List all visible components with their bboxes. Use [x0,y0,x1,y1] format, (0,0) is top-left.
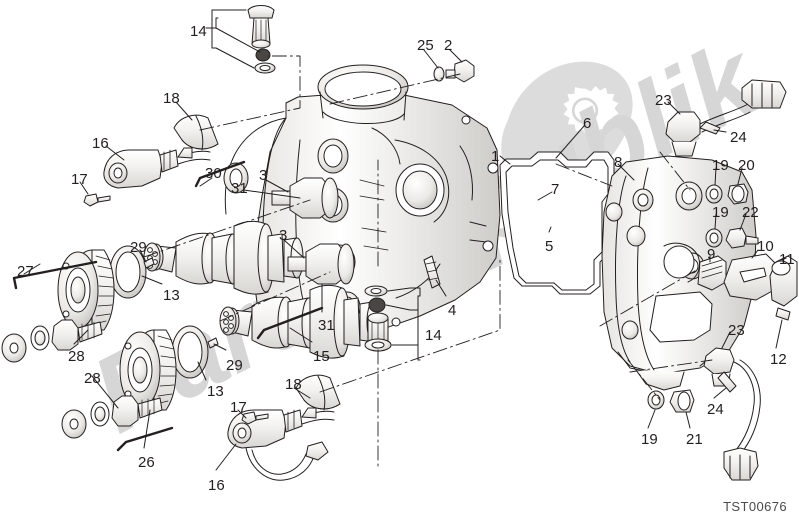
callout-12: 12 [770,351,787,368]
bolt-12 [775,307,791,321]
dowel-29-b [207,337,219,349]
oil-jet-14-top [247,5,276,74]
callout-29-b: 29 [226,357,243,374]
callout-16-bot: 16 [208,477,225,494]
washer-27-a [1,333,27,363]
callout-19-b: 19 [712,204,729,221]
dowel-29-a [143,257,155,269]
construction-axes [143,55,713,471]
bolt-22 [725,227,759,249]
callout-13-a: 13 [163,287,180,304]
timing-pulley-lower [119,329,177,411]
washer-19-b [705,228,723,248]
callout-15: 15 [313,348,330,365]
timing-sensor-upper-23 [665,79,787,157]
inner-cover-gasket-1 [499,151,615,295]
callout-10: 10 [757,238,774,255]
washer-27-b [30,325,50,351]
rocker-cap-18-bot [295,374,341,411]
callout-14-top: 14 [190,23,207,40]
washer-26-b [90,401,110,427]
timing-pulley-upper [57,249,115,331]
callout-20: 20 [738,157,755,174]
callout-19-c: 19 [641,431,658,448]
callout-19-a: 19 [712,157,729,174]
bolt-28-b [111,395,163,427]
callout-7: 7 [551,181,560,198]
callout-13-b: 13 [207,383,224,400]
leader-lines [23,9,787,471]
bracket-line-15 [256,306,324,340]
callout-11: 11 [779,251,795,268]
cam-end-cap-3-a [271,177,339,219]
rocker-cap-18-top [173,114,219,151]
washer-19-a [705,184,723,204]
cylinder-head-left-extension [221,117,287,281]
callout-17-bot: 17 [230,399,247,416]
washer-26-a [61,409,87,439]
callout-22: 22 [742,204,759,221]
callout-8: 8 [614,154,623,171]
callout-27: 27 [17,263,34,280]
bracket-11 [769,255,798,307]
callout-26: 26 [138,454,155,471]
bolt-21 [669,389,695,413]
drawing-code: TST00676 [723,499,787,514]
callout-28-a: 28 [68,348,85,365]
oil-jet-14-mid [364,285,392,352]
callout-1: 1 [491,148,500,165]
head-cover-8 [601,155,757,391]
callout-21: 21 [686,431,703,448]
sensor-fitting-2 [445,59,475,83]
callout-5: 5 [545,238,554,255]
bolt-17-top [83,193,111,207]
callout-23-top: 23 [655,92,672,109]
tensioner-16-top [103,147,211,189]
callout-29-a: 29 [130,239,147,256]
callout-14-mid: 14 [425,327,442,344]
bolt-20 [727,183,749,205]
callout-16-top: 16 [92,135,109,152]
callout-31-b: 31 [318,317,335,334]
callout-24-top: 24 [730,129,747,146]
callout-30: 30 [205,165,222,182]
bolt-28-a [51,319,103,351]
callout-23-bot: 23 [728,322,745,339]
callout-31-a: 31 [231,180,248,197]
callout-2: 2 [444,37,453,54]
callout-3-b: 3 [279,227,288,244]
cam-end-cap-3-b [287,243,355,285]
callout-18-bot: 18 [285,376,302,393]
washer-19-c [647,390,665,410]
callout-18-top: 18 [163,90,180,107]
callout-25: 25 [417,37,434,54]
callout-9: 9 [707,246,716,263]
callout-6: 6 [583,115,592,132]
bracket-line-27 [12,260,98,290]
cover-plate-10 [723,253,777,301]
timing-sensor-lower-23 [703,347,761,481]
oring-25 [433,66,445,82]
callout-28-b: 28 [84,370,101,387]
callout-4: 4 [448,302,457,319]
bracket-line-26 [116,426,174,452]
callout-24-bot: 24 [707,401,724,418]
callout-17-top: 17 [71,171,88,188]
callout-3-a: 3 [259,167,268,184]
bracket-line-30 [194,160,246,188]
oil-seal-13-b [171,325,209,379]
bolt-17-bot [241,411,269,425]
